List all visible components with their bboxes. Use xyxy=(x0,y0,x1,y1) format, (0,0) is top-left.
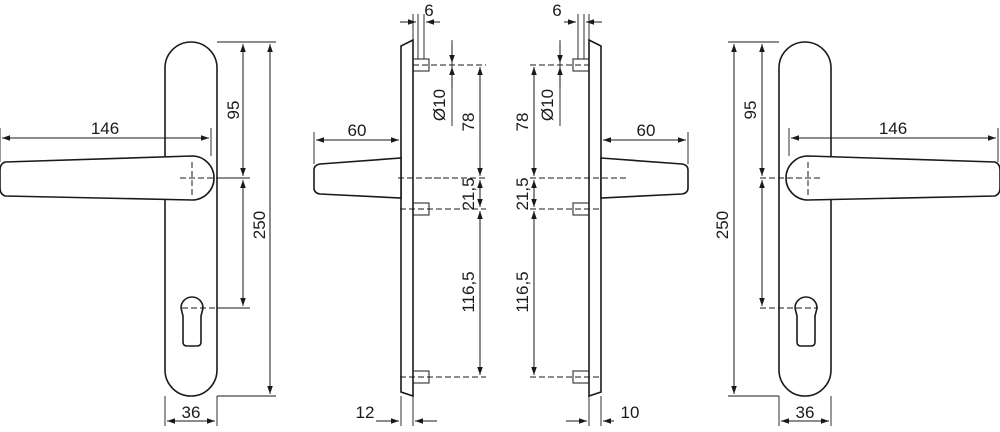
lever-profile xyxy=(600,157,689,199)
dim-lever-projection: 60 xyxy=(637,121,656,140)
screw-bottom xyxy=(400,370,486,384)
dim-plate-width: 36 xyxy=(182,403,201,422)
front-view-left: 146 95 250 36 xyxy=(0,41,276,426)
screw-bottom xyxy=(530,370,602,384)
keyhole-cutout xyxy=(180,296,204,347)
dim-screw-to-axis: 78 xyxy=(513,113,532,132)
lever-handle xyxy=(0,155,215,201)
dim-plate-width: 36 xyxy=(796,403,815,422)
plate-profile xyxy=(588,38,602,398)
side-view-left: 60 6 Ø10 78 21,5 116,5 12 xyxy=(313,1,486,426)
dim-top-to-axis: 95 xyxy=(741,101,760,120)
dim-lever-projection: 60 xyxy=(348,121,367,140)
lever-profile xyxy=(313,157,402,199)
screw-top xyxy=(530,58,590,72)
dim-plate-thickness: 10 xyxy=(621,403,640,422)
screw-top xyxy=(412,58,486,72)
dim-plate-thickness: 12 xyxy=(356,403,375,422)
plate-profile xyxy=(400,38,414,398)
screw-middle xyxy=(530,202,602,216)
screw-middle xyxy=(400,202,486,216)
dim-offset-top: 6 xyxy=(552,1,561,20)
dim-axis-to-screw: 21,5 xyxy=(513,177,532,210)
dim-axis-to-screw: 21,5 xyxy=(459,177,478,210)
dim-lever-length: 146 xyxy=(91,119,119,138)
dim-screw-to-axis: 78 xyxy=(459,113,478,132)
dim-spindle-diameter: Ø10 xyxy=(430,89,449,121)
front-view-right: 146 95 250 36 xyxy=(713,41,1000,426)
keyhole-cutout xyxy=(794,296,818,347)
dim-screw-spacing: 116,5 xyxy=(513,271,532,312)
dim-lever-length: 146 xyxy=(879,119,907,138)
dim-total-height: 250 xyxy=(250,211,269,239)
dim-spindle-diameter: Ø10 xyxy=(538,89,557,121)
side-view-right: 60 6 Ø10 78 21,5 116,5 10 xyxy=(513,1,689,426)
dim-top-to-axis: 95 xyxy=(224,101,243,120)
dim-offset-top: 6 xyxy=(424,1,433,20)
dim-total-height: 250 xyxy=(713,211,732,239)
dim-screw-spacing: 116,5 xyxy=(459,271,478,312)
